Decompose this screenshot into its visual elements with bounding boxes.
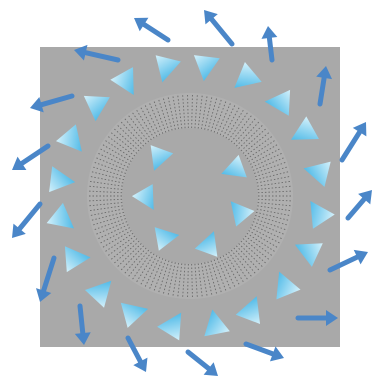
gray-square xyxy=(40,47,340,347)
arrow-icon xyxy=(204,10,232,44)
arrow-icon xyxy=(188,352,218,376)
arrow-icon xyxy=(348,190,372,218)
arrow-icon xyxy=(12,204,40,238)
arrow-icon xyxy=(134,18,168,40)
arrow-icon xyxy=(342,122,366,160)
